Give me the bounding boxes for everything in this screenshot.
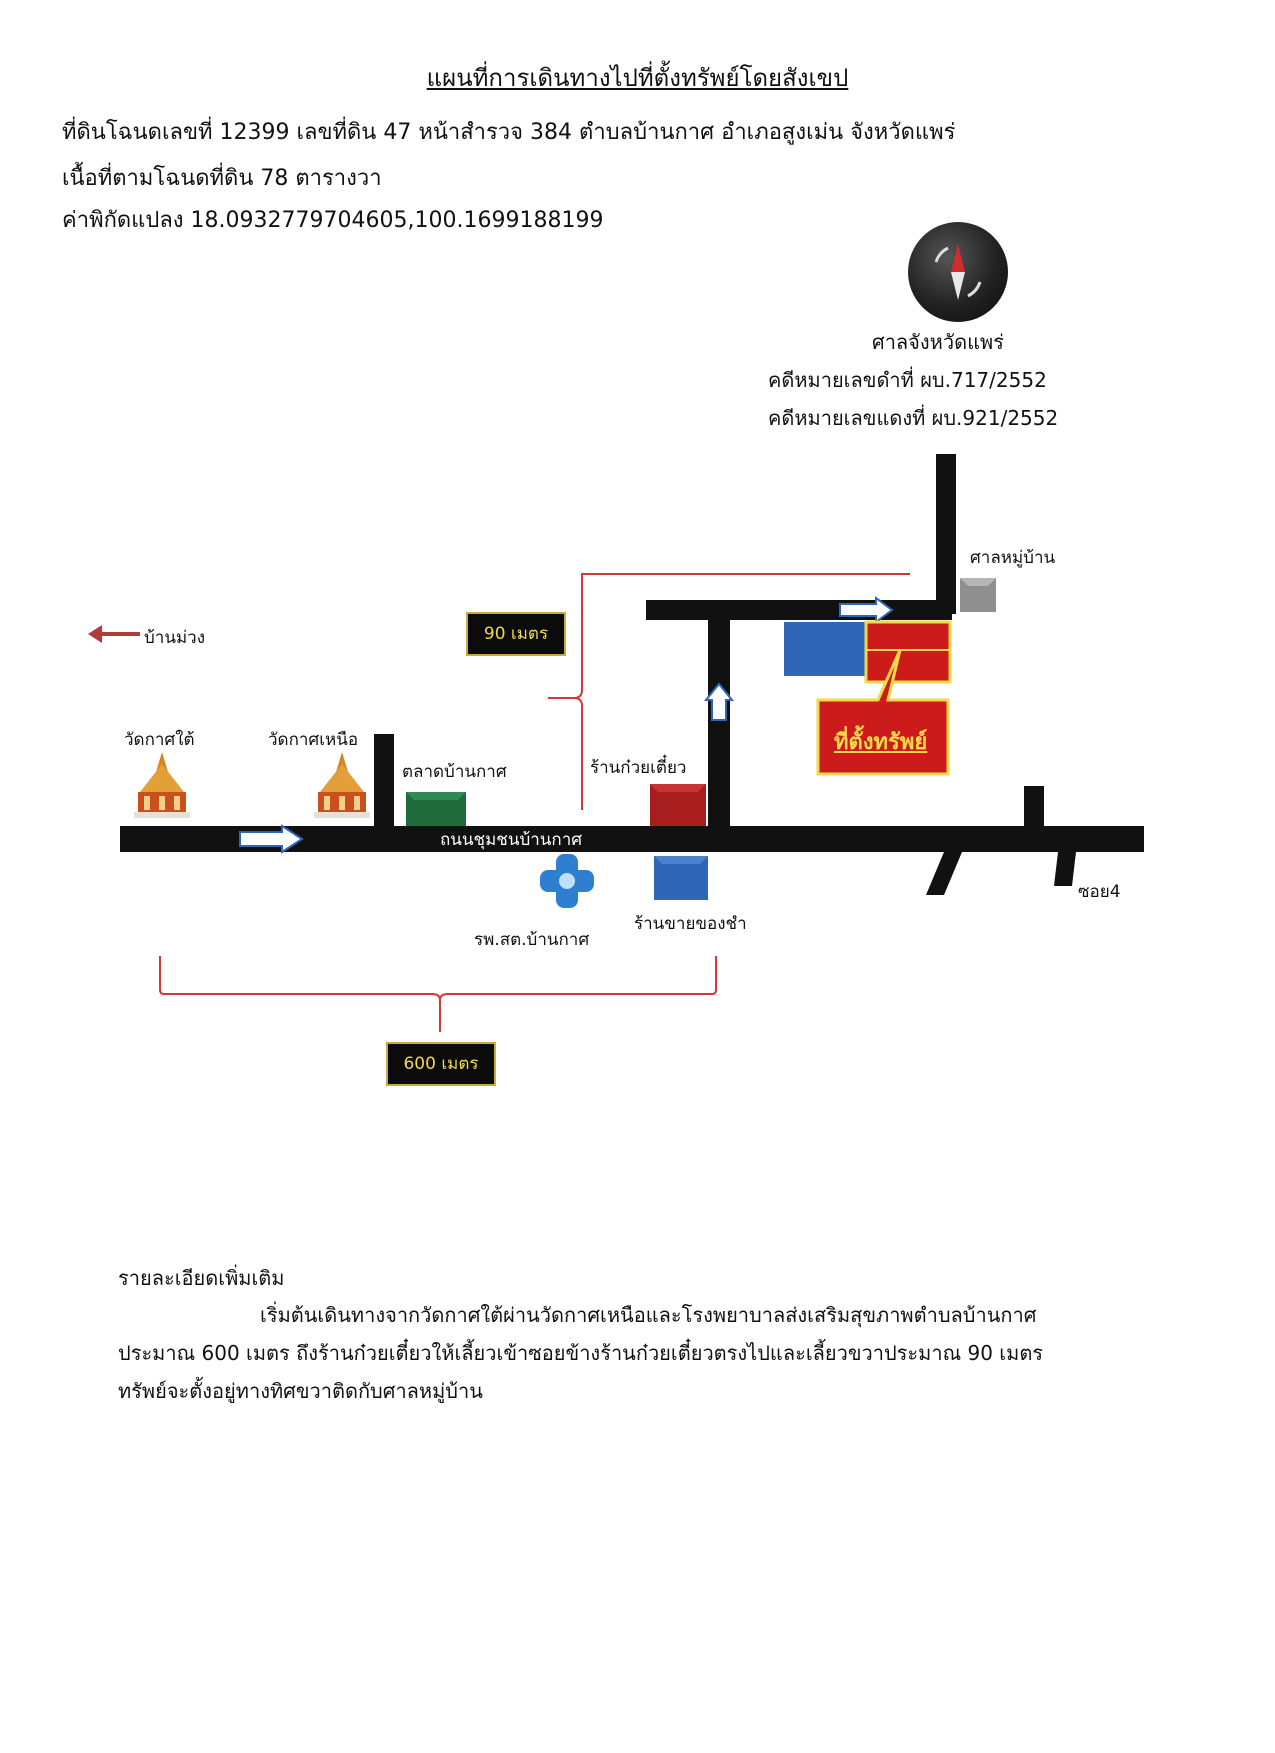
label-main-road: ถนนชุมชนบ้านกาศ [440,830,583,850]
black-case-number: คดีหมายเลขดำที่ ผบ.717/2552 [768,368,1047,392]
side-road-wat-north [374,734,394,826]
property-parcel [864,620,952,684]
court-name: ศาลจังหวัดแพร่ [872,330,1004,354]
distance-90m: 90 เมตร [466,612,566,656]
page-title: แผนที่การเดินทางไปที่ตั้งทรัพย์โดยสังเขป [426,64,849,92]
coordinates-info: ค่าพิกัดแปลง 18.0932779704605,100.169918… [62,208,604,233]
label-village-hall: ศาลหมู่บ้าน [970,548,1056,568]
health-center-icon [540,854,594,908]
temple-icon [314,752,370,818]
label-wat-south: วัดกาศใต้ [124,730,195,750]
soi4-road-a [926,852,962,895]
red-case-number: คดีหมายเลขแดงที่ ผบ.921/2552 [768,406,1059,430]
property-callout [816,649,950,776]
details-body: เริ่มต้นเดินทางจากวัดกาศใต้ผ่านวัดกาศเหน… [118,1303,1044,1403]
label-grocery: ร้านขายของชำ [634,914,747,934]
details-title: รายละเอียดเพิ่มเติม [118,1266,285,1290]
neighbor-block [784,622,868,676]
road-to-court [936,454,956,614]
arrow-left-icon [88,625,140,643]
label-soi4: ซอย4 [1078,882,1121,902]
label-wat-north: วัดกาศเหนือ [268,730,359,750]
label-ban-muang: บ้านม่วง [144,628,206,648]
distance-600m: 600 เมตร [386,1042,496,1086]
temple-icon [134,752,190,818]
soi4-road-c [1024,786,1044,826]
label-noodle-shop: ร้านก๋วยเตี๋ยว [590,758,687,778]
label-property: ที่ตั้งทรัพย์ [834,730,928,755]
deed-info: ที่ดินโฉนดเลขที่ 12399 เลขที่ดิน 47 หน้า… [62,120,956,145]
label-market: ตลาดบ้านกาศ [402,762,507,782]
soi4-road-b [1054,852,1076,886]
compass-icon [908,222,1008,322]
arrow-right-icon [239,824,304,854]
area-info: เนื้อที่ตามโฉนดที่ดิน 78 ตารางวา [62,166,382,191]
label-health-center: รพ.สต.บ้านกาศ [474,930,590,950]
bracket-600m [159,956,717,1032]
arrow-up-icon [703,682,735,721]
arrow-right-icon [839,596,894,624]
soi-road-horizontal [646,600,952,620]
bracket-90m [548,573,910,810]
